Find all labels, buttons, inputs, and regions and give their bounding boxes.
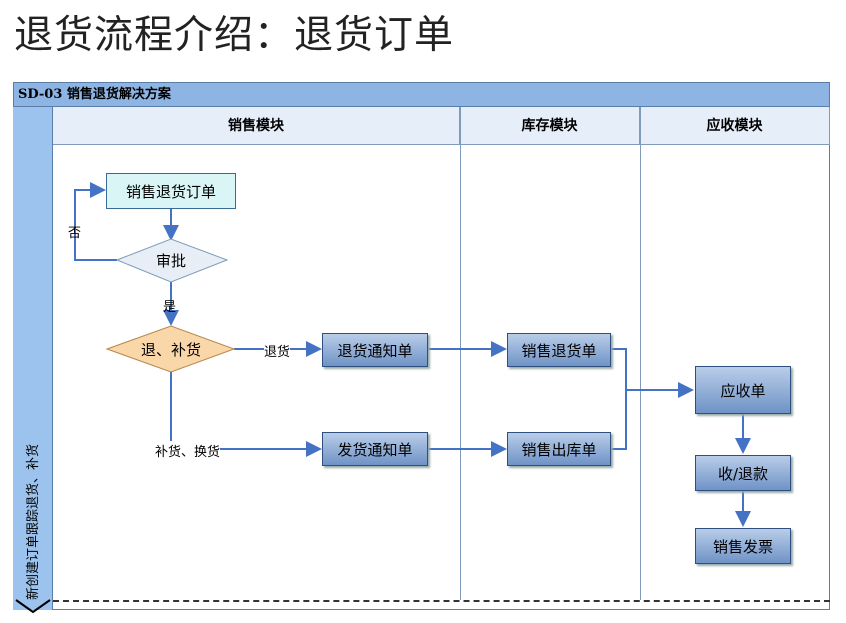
edge-salesout-receivable	[611, 390, 627, 450]
chevron-down-icon	[15, 599, 51, 614]
lane-sales-header: 销售模块	[53, 107, 460, 145]
node-sales-return-order: 销售退货订单	[106, 173, 236, 209]
node-ship-notice: 发货通知单	[322, 432, 428, 466]
lane-divider	[640, 107, 641, 600]
lane-divider	[460, 107, 461, 600]
dashed-divider	[53, 600, 830, 602]
edge-label-no: 否	[68, 226, 82, 241]
lane-receivable-header: 应收模块	[640, 107, 830, 145]
node-collect-refund: 收/退款	[695, 455, 791, 491]
approve-diamond	[115, 238, 229, 283]
node-return-notice: 退货通知单	[322, 333, 428, 367]
edge-label-return: 退货	[264, 341, 291, 360]
edge-label-yes: 是	[163, 300, 177, 315]
choice-diamond	[105, 325, 236, 373]
side-lane	[13, 107, 53, 610]
node-sales-out: 销售出库单	[507, 432, 611, 466]
edge-choice-replenish	[170, 372, 322, 457]
node-sales-invoice: 销售发票	[695, 528, 791, 564]
node-choice-label: 退、补货	[140, 341, 201, 359]
node-sales-return: 销售退货单	[507, 333, 611, 367]
node-receivable: 应收单	[695, 366, 791, 414]
edge-salesreturn-receivable	[611, 348, 694, 398]
page-title: 退货流程介绍：退货订单	[14, 13, 455, 58]
edge-label-replenish: 补货、换货	[155, 441, 221, 460]
node-approve-label: 审批	[155, 252, 186, 270]
edge-approve-no	[74, 182, 117, 261]
lane-inventory-header: 库存模块	[460, 107, 640, 145]
diagram-header: SD-03 销售退货解决方案	[13, 82, 830, 107]
